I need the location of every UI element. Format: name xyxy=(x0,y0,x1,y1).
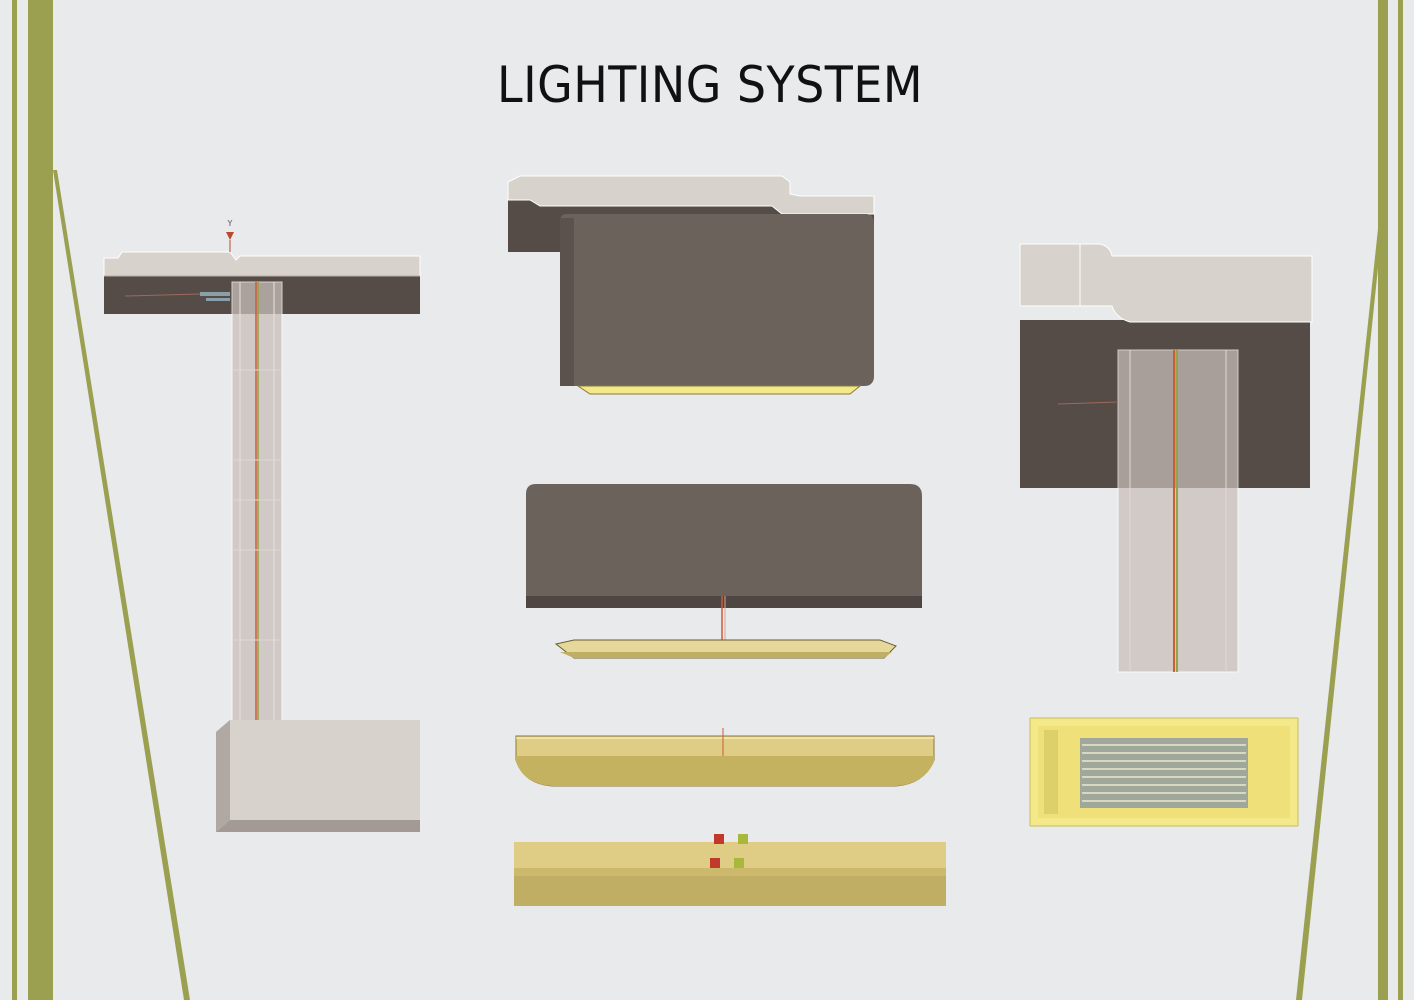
page-title: LIGHTING SYSTEM xyxy=(496,56,924,114)
end-section-view xyxy=(1019,243,1313,673)
front-housing-exploded-view xyxy=(526,484,922,659)
diffuser-elevation-view xyxy=(515,728,935,787)
led-driver-strip-view xyxy=(514,834,946,906)
vent-grille-plan-view xyxy=(1029,717,1299,827)
svg-text:Y: Y xyxy=(227,219,233,228)
front-housing-top-view xyxy=(507,175,875,395)
side-section-view: Y xyxy=(103,219,421,832)
left-frame-stripes xyxy=(12,0,190,1000)
right-frame-stripes xyxy=(1296,0,1403,1000)
